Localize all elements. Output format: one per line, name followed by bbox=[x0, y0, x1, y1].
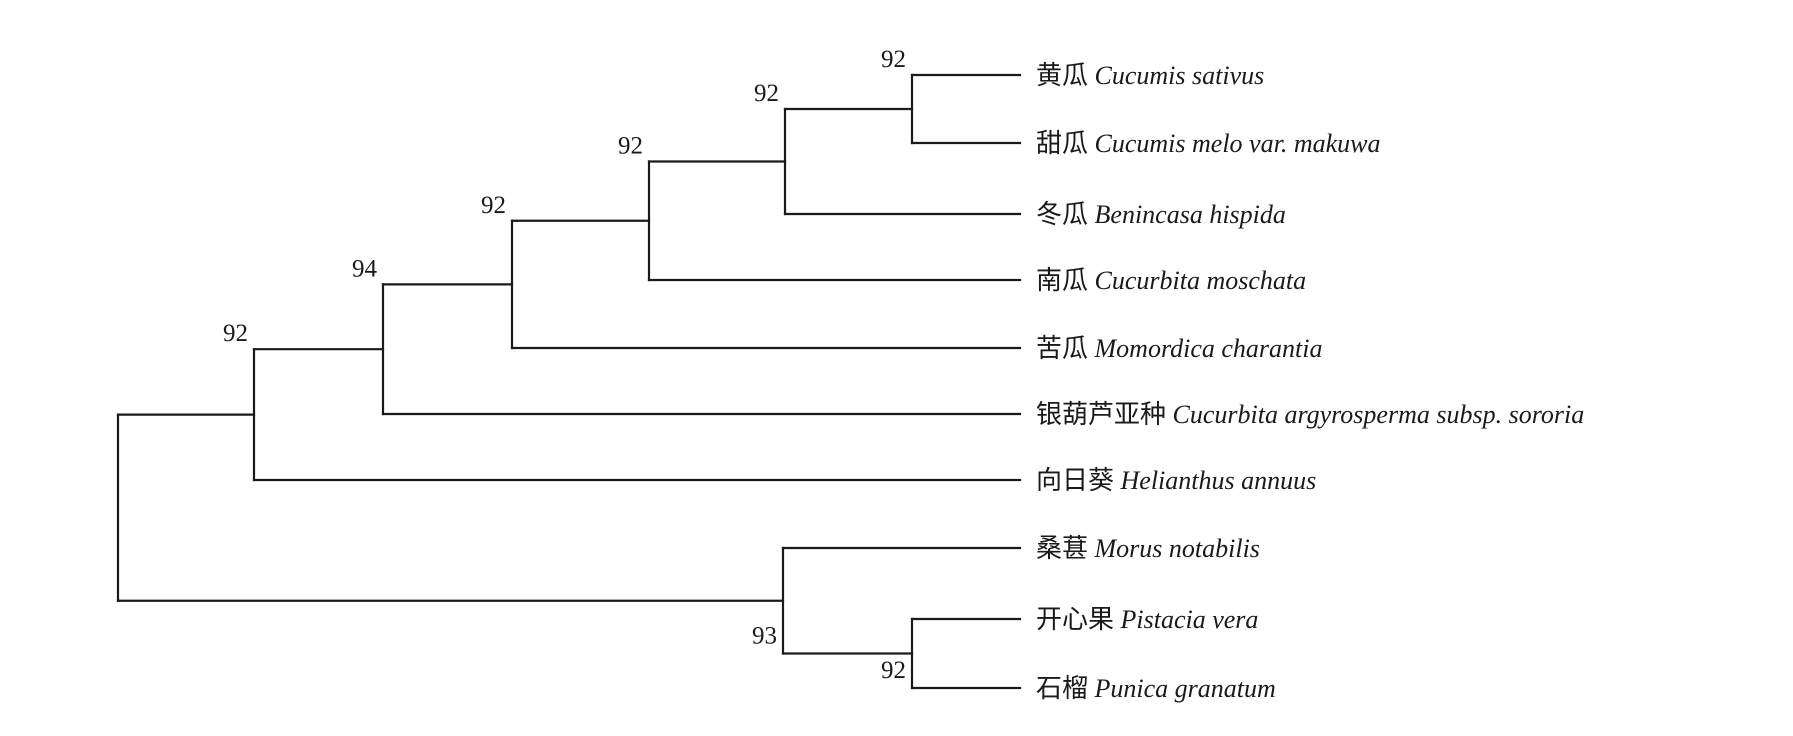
taxon-common-name: 冬瓜 bbox=[1036, 200, 1095, 229]
support-value-n7: 92 bbox=[881, 657, 906, 684]
taxon-common-name: 银葫芦亚种 bbox=[1036, 400, 1173, 429]
support-value-n6: 92 bbox=[223, 320, 248, 347]
tip-label-t1: 黄瓜 Cucumis sativus bbox=[1036, 61, 1264, 90]
tip-label-t3: 冬瓜 Benincasa hispida bbox=[1036, 200, 1286, 229]
taxon-common-name: 南瓜 bbox=[1036, 266, 1095, 295]
taxon-latin-name: Momordica charantia bbox=[1094, 334, 1323, 363]
tip-label-t4: 南瓜 Cucurbita moschata bbox=[1036, 266, 1306, 295]
support-value-n3: 92 bbox=[618, 133, 643, 160]
taxon-latin-name: Cucumis melo var. makuwa bbox=[1095, 129, 1381, 158]
tip-label-t9: 开心果 Pistacia vera bbox=[1036, 605, 1258, 634]
support-values: 92 92 92 92 94 92 92 93 bbox=[223, 46, 906, 684]
taxon-common-name: 桑葚 bbox=[1036, 534, 1095, 563]
tip-label-t10: 石榴 Punica granatum bbox=[1036, 674, 1276, 703]
taxon-latin-name: Benincasa hispida bbox=[1095, 200, 1286, 229]
support-value-n8: 93 bbox=[752, 623, 777, 650]
tip-label-t8: 桑葚 Morus notabilis bbox=[1036, 534, 1260, 563]
taxon-latin-name: Cucumis sativus bbox=[1095, 61, 1265, 90]
support-value-n2: 92 bbox=[754, 80, 779, 107]
taxon-latin-name: Pistacia vera bbox=[1120, 605, 1259, 634]
taxon-common-name: 石榴 bbox=[1036, 674, 1095, 703]
tip-label-t6: 银葫芦亚种 Cucurbita argyrosperma subsp. soro… bbox=[1036, 400, 1584, 429]
taxon-latin-name: Helianthus annuus bbox=[1120, 466, 1317, 495]
taxon-latin-name: Morus notabilis bbox=[1094, 534, 1260, 563]
support-value-n4: 92 bbox=[481, 192, 506, 219]
taxon-common-name: 向日葵 bbox=[1036, 466, 1121, 495]
taxon-latin-name: Punica granatum bbox=[1094, 674, 1276, 703]
tip-label-t5: 苦瓜 Momordica charantia bbox=[1036, 334, 1322, 363]
tip-label-t2: 甜瓜 Cucumis melo var. makuwa bbox=[1036, 129, 1381, 158]
taxon-common-name: 黄瓜 bbox=[1036, 61, 1095, 90]
support-value-n5: 94 bbox=[352, 255, 378, 282]
taxon-latin-name: Cucurbita argyrosperma subsp. sororia bbox=[1173, 400, 1585, 429]
taxon-common-name: 开心果 bbox=[1036, 605, 1121, 634]
taxon-common-name: 苦瓜 bbox=[1036, 334, 1095, 363]
tip-labels: 黄瓜 Cucumis sativus 甜瓜 Cucumis melo var. m… bbox=[1036, 61, 1584, 703]
support-value-n1: 92 bbox=[881, 46, 906, 73]
taxon-common-name: 甜瓜 bbox=[1036, 129, 1095, 158]
taxon-latin-name: Cucurbita moschata bbox=[1095, 266, 1307, 295]
tip-label-t7: 向日葵 Helianthus annuus bbox=[1036, 466, 1316, 495]
tree-branches bbox=[116, 73, 1022, 690]
